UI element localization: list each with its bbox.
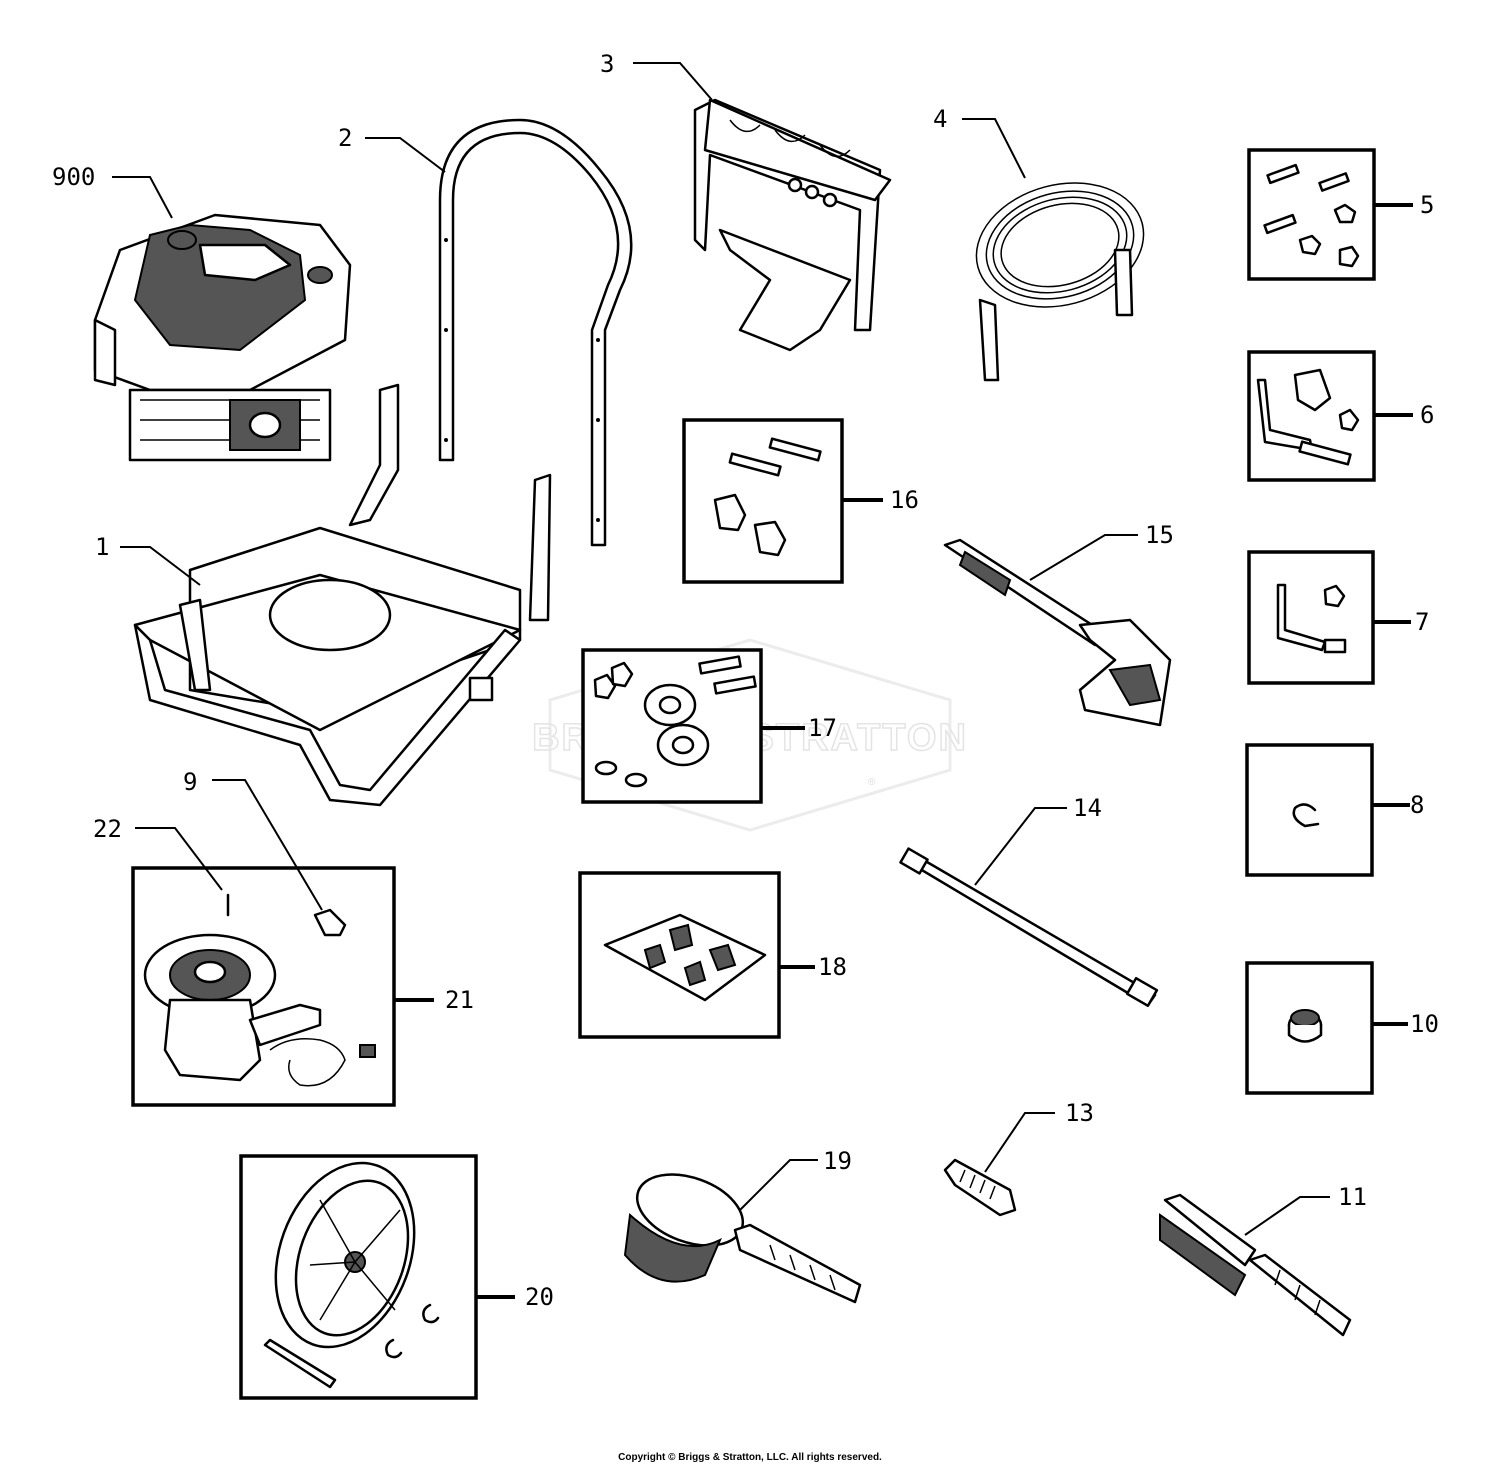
part-14-lance [899, 847, 1159, 1008]
callout-20: 20 [525, 1283, 554, 1311]
callout-22: 22 [93, 815, 122, 843]
callout-3: 3 [600, 50, 614, 78]
part-19-rotating-brush [623, 1173, 862, 1304]
part-5-hardware-kit [1247, 148, 1376, 281]
part-6-hardware-kit [1247, 350, 1376, 482]
callout-9: 9 [183, 768, 197, 796]
part-8-clip [1245, 743, 1374, 877]
part-17-hardware-kit [581, 648, 763, 804]
callout-7: 7 [1415, 608, 1429, 636]
callout-1: 1 [95, 533, 109, 561]
part-1-frame [133, 383, 552, 807]
part-4-hose [975, 182, 1145, 382]
callout-18: 18 [818, 953, 847, 981]
part-21-pump-assembly [131, 866, 396, 1107]
callout-4: 4 [933, 105, 947, 133]
callout-6: 6 [1420, 401, 1434, 429]
callout-19: 19 [823, 1147, 852, 1175]
callout-11: 11 [1338, 1183, 1367, 1211]
part-16-hardware-kit [682, 418, 844, 584]
callout-900: 900 [52, 163, 95, 191]
part-11-brush [1159, 1193, 1352, 1337]
callout-2: 2 [338, 124, 352, 152]
callout-15: 15 [1145, 521, 1174, 549]
callout-10: 10 [1410, 1010, 1439, 1038]
part-13-turbo-nozzle [943, 1158, 1017, 1217]
callout-5: 5 [1420, 191, 1434, 219]
part-10-cap [1245, 961, 1374, 1095]
callout-17: 17 [808, 714, 837, 742]
callout-14: 14 [1073, 794, 1102, 822]
part-900-engine [93, 213, 352, 462]
part-3-bracket [693, 98, 892, 352]
callout-8: 8 [1410, 791, 1424, 819]
part-15-spray-gun [943, 538, 1172, 727]
watermark-registered-mark: ® [868, 777, 876, 788]
callout-21: 21 [445, 986, 474, 1014]
part-18-nozzle-kit [578, 871, 781, 1039]
copyright-notice: Copyright © Briggs & Stratton, LLC. All … [618, 1452, 882, 1463]
part-2-handle [438, 118, 633, 547]
callout-13: 13 [1065, 1099, 1094, 1127]
callout-16: 16 [890, 486, 919, 514]
part-20-wheel-kit [239, 1154, 478, 1400]
part-7-hardware-kit [1247, 550, 1375, 685]
